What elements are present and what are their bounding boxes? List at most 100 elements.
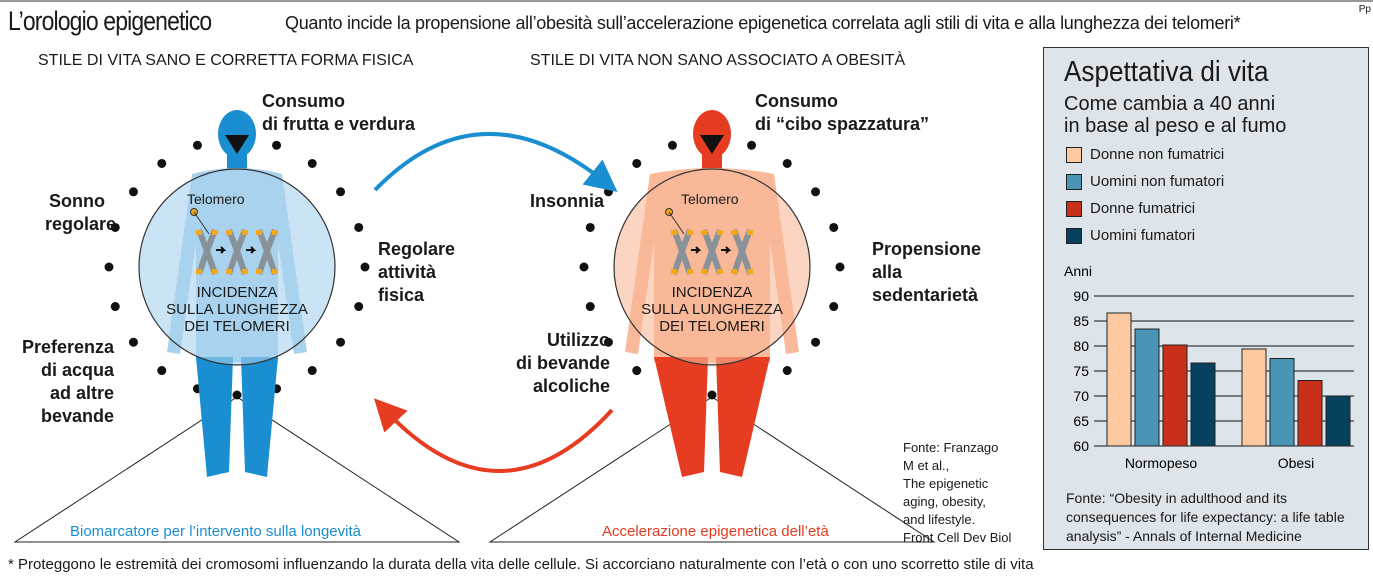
telomere-cap bbox=[731, 230, 753, 274]
bar bbox=[1134, 328, 1160, 447]
clock-dot bbox=[667, 140, 677, 150]
clock-hand-icon bbox=[700, 135, 724, 154]
telomere-cap bbox=[256, 230, 278, 274]
x-tick-label: Normopeso bbox=[1125, 455, 1198, 471]
legs bbox=[196, 357, 278, 477]
clock-dot bbox=[157, 158, 167, 168]
cycle-arrow-red bbox=[374, 398, 614, 473]
clock-dot bbox=[782, 366, 792, 376]
y-tick-label: 60 bbox=[1073, 438, 1089, 454]
x-tick-label: Obesi bbox=[1278, 455, 1315, 471]
clock-dot bbox=[835, 262, 845, 272]
clock-dot bbox=[157, 366, 167, 376]
unhealthy-figure bbox=[488, 110, 936, 543]
y-axis-label: Anni bbox=[1064, 263, 1092, 279]
clock-dot bbox=[272, 140, 282, 150]
page-title: L’orologio epigenetico bbox=[8, 6, 212, 36]
legend-swatch bbox=[1066, 200, 1082, 217]
clock-dot bbox=[307, 158, 317, 168]
clock-dot bbox=[232, 390, 242, 400]
clock-dot bbox=[336, 337, 346, 347]
y-tick-label: 70 bbox=[1073, 388, 1089, 404]
right-base-label: Accelerazione epigenetica dell’età bbox=[602, 523, 829, 540]
telomere-circle bbox=[613, 168, 811, 366]
clock-dot bbox=[354, 302, 364, 312]
clock-dot bbox=[811, 337, 821, 347]
legend-item: Donne fumatrici bbox=[1066, 200, 1195, 217]
clock-dot bbox=[747, 140, 757, 150]
publisher-mark: Pp bbox=[1358, 4, 1371, 15]
legend-item: Donne non fumatrici bbox=[1066, 146, 1224, 163]
clock-dot bbox=[829, 302, 839, 312]
clock-dot bbox=[110, 302, 120, 312]
y-tick-label: 80 bbox=[1073, 338, 1089, 354]
clock-dot bbox=[128, 187, 138, 197]
left-heading: STILE DI VITA SANO E CORRETTA FORMA FISI… bbox=[38, 52, 414, 69]
clock-dot bbox=[603, 337, 613, 347]
arrow-icon bbox=[691, 246, 702, 254]
cycle-arrow-blue bbox=[373, 131, 618, 192]
clock-dot bbox=[192, 140, 202, 150]
legend-item: Uomini fumatori bbox=[1066, 227, 1195, 244]
clock-dot bbox=[632, 366, 642, 376]
head bbox=[218, 110, 256, 158]
telomere-cap bbox=[196, 230, 218, 274]
clock-dot bbox=[585, 222, 595, 232]
clock-dot bbox=[104, 262, 114, 272]
y-tick-label: 75 bbox=[1073, 363, 1089, 379]
clock-dot bbox=[585, 302, 595, 312]
clock-dot bbox=[354, 222, 364, 232]
clock-dot bbox=[336, 187, 346, 197]
telomere-circle bbox=[138, 168, 336, 366]
neck bbox=[702, 152, 722, 172]
clock-dot bbox=[811, 187, 821, 197]
telomere-cap bbox=[671, 230, 693, 274]
base-triangle bbox=[488, 396, 936, 543]
pointer-line bbox=[668, 211, 685, 235]
clock-dot bbox=[579, 262, 589, 272]
telomere-cap bbox=[226, 230, 248, 274]
arrow-icon bbox=[721, 246, 732, 254]
clock-dot bbox=[110, 222, 120, 232]
legend-swatch bbox=[1066, 146, 1082, 163]
footnote: * Proteggono le estremità dei cromosomi … bbox=[8, 556, 1034, 573]
left-base-label: Biomarcatore per l’intervento sulla long… bbox=[70, 523, 361, 540]
y-tick-label: 90 bbox=[1073, 288, 1089, 304]
telomero-label: Telomero bbox=[187, 191, 245, 207]
subtitle: Quanto incide la propensione all’obesità… bbox=[285, 13, 1241, 33]
bar bbox=[1269, 358, 1295, 447]
clock-dot bbox=[128, 337, 138, 347]
head bbox=[693, 110, 731, 158]
clock-dot bbox=[307, 366, 317, 376]
bar bbox=[1325, 395, 1351, 447]
bar bbox=[1190, 362, 1216, 447]
telomero-label: Telomero bbox=[681, 191, 739, 207]
y-tick-label: 85 bbox=[1073, 313, 1089, 329]
legs bbox=[654, 357, 770, 477]
neck bbox=[227, 152, 247, 172]
right-heading: STILE DI VITA NON SANO ASSOCIATO A OBESI… bbox=[530, 52, 906, 69]
arrow-icon bbox=[246, 246, 257, 254]
bar bbox=[1106, 312, 1132, 447]
clock-dot bbox=[360, 262, 370, 272]
bar bbox=[1297, 380, 1323, 447]
life-expectancy-panel: Aspettativa di vita Come cambia a 40 ann… bbox=[1043, 47, 1369, 550]
clock-dot bbox=[782, 158, 792, 168]
y-tick-label: 65 bbox=[1073, 413, 1089, 429]
arrow-icon bbox=[216, 246, 227, 254]
clock-dot bbox=[829, 222, 839, 232]
clock-dot bbox=[707, 390, 717, 400]
diagram-svg bbox=[13, 110, 936, 543]
